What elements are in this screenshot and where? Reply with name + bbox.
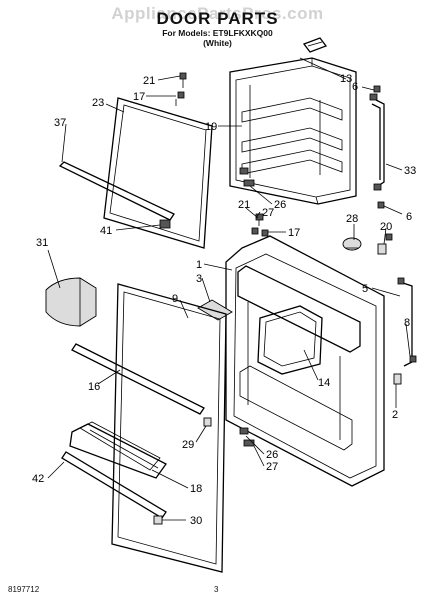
callout-42: 42	[32, 473, 44, 485]
refrigerator-door-bin	[257, 305, 323, 375]
freezer-door-trim	[58, 161, 175, 221]
callout-31: 31	[36, 237, 48, 249]
callout-26: 26	[274, 199, 286, 211]
callout-21: 21	[143, 75, 155, 87]
callout-37: 37	[54, 117, 66, 129]
callout-labels: 13 6 21 17 23 37 19 33 26 21 27 6 28 20 …	[32, 73, 416, 527]
plug-button	[342, 237, 362, 251]
callout-27: 27	[266, 461, 278, 473]
callout-5: 5	[362, 283, 368, 295]
callout-17: 17	[133, 91, 145, 103]
callout-13: 13	[340, 73, 352, 85]
center-hinge-parts	[239, 167, 269, 237]
freezer-door-hinge-cover	[302, 37, 328, 53]
color-line: (White)	[203, 38, 232, 48]
page-number: 3	[214, 585, 219, 594]
callout-1: 1	[196, 259, 202, 271]
callout-27: 27	[262, 207, 274, 219]
callout-3: 3	[196, 273, 202, 285]
freezer-door-gasket	[103, 97, 213, 249]
callout-23: 23	[92, 97, 104, 109]
door-shelf-42	[61, 451, 167, 519]
callout-18: 18	[190, 483, 202, 495]
lower-hinge-hardware	[203, 355, 417, 447]
diagram-title: DOOR PARTS	[156, 9, 279, 28]
model-number-line: For Models: ET9LFKXKQ00	[162, 28, 273, 38]
hinge-hardware-right	[373, 85, 393, 255]
door-shelf-bin	[69, 421, 167, 479]
callout-26: 26	[266, 449, 278, 461]
trim-end-cap	[159, 219, 171, 229]
callout-28: 28	[346, 213, 358, 225]
lower-hinge	[397, 277, 413, 367]
callout-33: 33	[404, 165, 416, 177]
callout-19: 19	[205, 121, 217, 133]
callout-6: 6	[352, 81, 358, 93]
callout-41: 41	[100, 225, 112, 237]
callout-14: 14	[318, 377, 330, 389]
refrigerator-door-gasket	[111, 283, 227, 573]
freezer-door	[229, 57, 357, 205]
shelf-end-cap	[153, 515, 163, 525]
freezer-upper-hinge	[369, 93, 385, 191]
document-number: 8197712	[8, 585, 40, 594]
callout-29: 29	[182, 439, 194, 451]
callout-30: 30	[190, 515, 202, 527]
door-shelf-16	[71, 343, 205, 415]
refrigerator-door	[225, 235, 385, 487]
callout-9: 9	[172, 293, 178, 305]
butter-compartment-door	[197, 299, 233, 321]
callout-20: 20	[380, 221, 392, 233]
callout-17: 17	[288, 227, 300, 239]
callout-8: 8	[404, 317, 410, 329]
watermark: AppliancePartsPros.com	[111, 4, 324, 23]
callout-2: 2	[392, 409, 398, 421]
callout-16: 16	[88, 381, 100, 393]
dairy-compartment	[45, 277, 97, 327]
callout-21: 21	[238, 199, 250, 211]
freezer-screws	[175, 72, 187, 106]
callout-6: 6	[406, 211, 412, 223]
leader-lines	[47, 57, 411, 521]
